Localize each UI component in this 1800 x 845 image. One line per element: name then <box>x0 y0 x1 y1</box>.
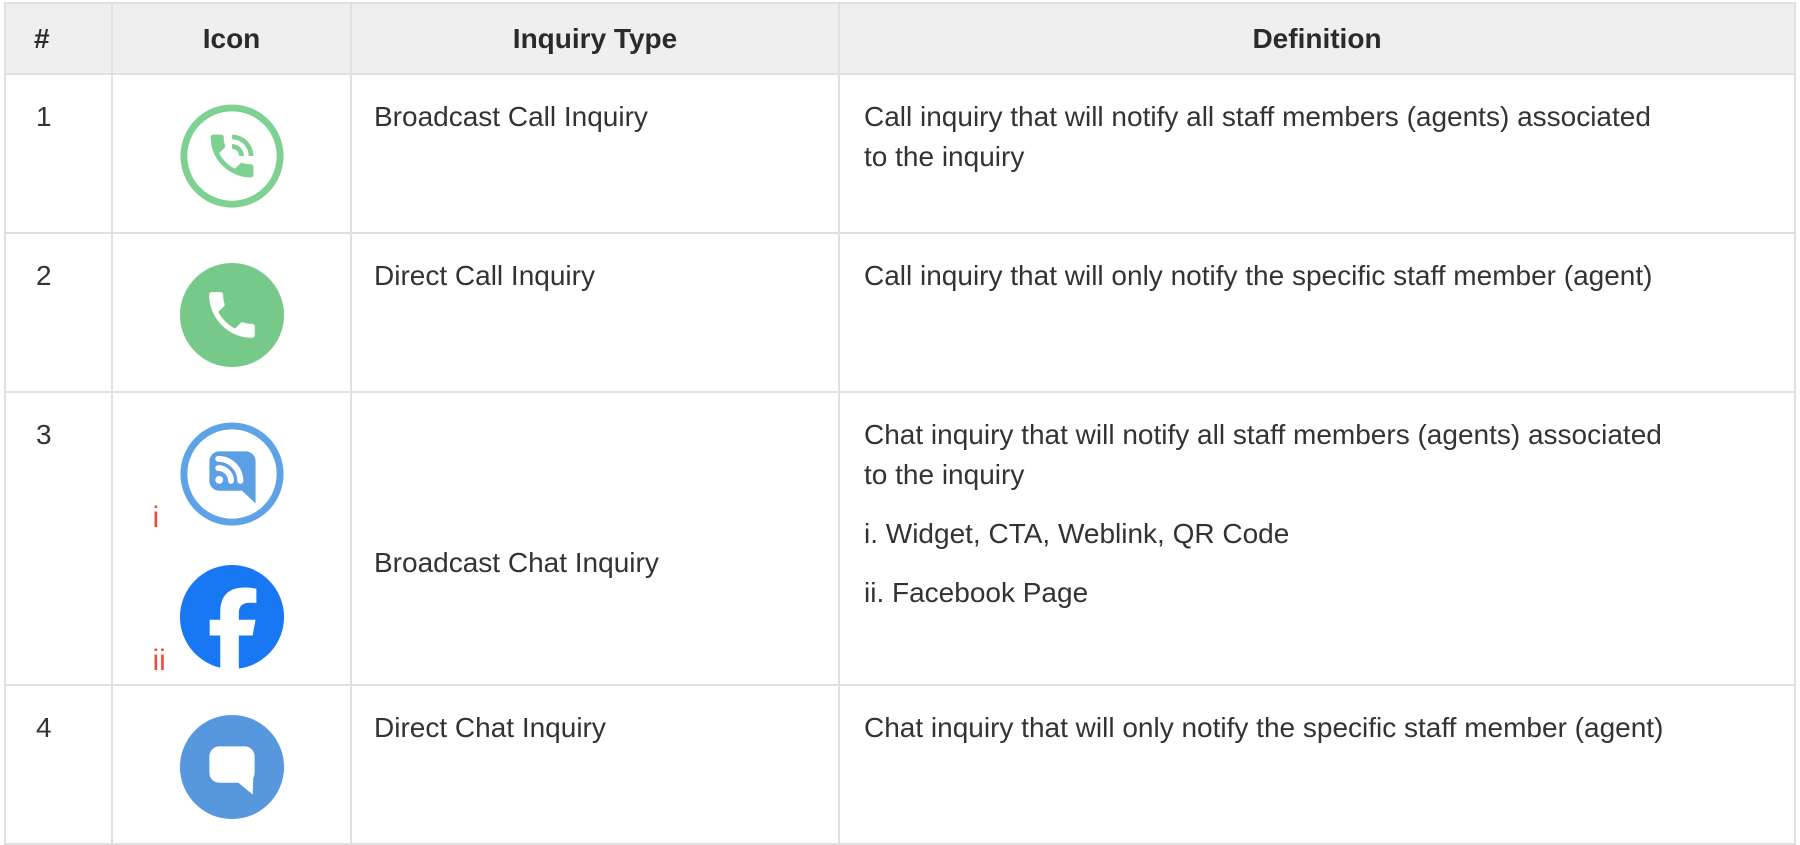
definition-cell: Chat inquiry that will notify all staff … <box>838 391 1796 686</box>
row-number: 2 <box>4 232 113 393</box>
definition-text: Call inquiry that will only notify the s… <box>864 260 1653 291</box>
definition-text: Chat inquiry that will only notify the s… <box>864 712 1664 743</box>
table-header-row: # Icon Inquiry Type Definition <box>4 2 1796 75</box>
table-row-direct-call: 2 Direct Call Inquiry Call inquiry that … <box>4 232 1796 393</box>
row-number: 1 <box>4 73 113 234</box>
icon-label-ii: ii <box>152 644 166 677</box>
row-number: 4 <box>4 684 113 845</box>
inquiry-type-cell: Direct Call Inquiry <box>350 232 840 393</box>
icon-cell <box>111 684 352 845</box>
header-icon: Icon <box>111 2 352 75</box>
inquiry-types-table: # Icon Inquiry Type Definition 1 <box>4 2 1796 845</box>
inquiry-type-cell: Broadcast Call Inquiry <box>350 73 840 234</box>
table-row-direct-chat: 4 Direct Chat Inquiry Chat inquiry that … <box>4 684 1796 845</box>
definition-cell: Call inquiry that will only notify the s… <box>838 232 1796 393</box>
broadcast-call-icon <box>177 101 287 211</box>
definition-cell: Chat inquiry that will only notify the s… <box>838 684 1796 845</box>
icon-label-i: i <box>152 501 160 534</box>
table-row-broadcast-chat: 3 i <box>4 391 1796 686</box>
definition-text: Chat inquiry that will notify all staff … <box>864 419 1662 490</box>
header-definition: Definition <box>838 2 1796 75</box>
icon-cell <box>111 73 352 234</box>
icon-cell: i ii <box>111 391 352 686</box>
direct-call-icon <box>177 260 287 370</box>
definition-note-i: i. Widget, CTA, Weblink, QR Code <box>864 518 1290 549</box>
inquiry-types-reference-page: # Icon Inquiry Type Definition 1 <box>4 2 1796 845</box>
definition-text: Call inquiry that will notify all staff … <box>864 101 1651 172</box>
table-row-broadcast-call: 1 Broadcast Call Inquiry Call inquiry th… <box>4 73 1796 234</box>
definition-note-ii: ii. Facebook Page <box>864 577 1089 608</box>
broadcast-chat-icon: i <box>153 419 287 533</box>
icon-cell <box>111 232 352 393</box>
header-number: # <box>4 2 113 75</box>
inquiry-type-cell: Broadcast Chat Inquiry <box>350 391 840 686</box>
icon-stack: i ii <box>153 419 287 676</box>
facebook-icon: ii <box>153 562 287 676</box>
inquiry-type-cell: Direct Chat Inquiry <box>350 684 840 845</box>
definition-cell: Call inquiry that will notify all staff … <box>838 73 1796 234</box>
direct-chat-icon <box>177 712 287 822</box>
header-inquiry-type: Inquiry Type <box>350 2 840 75</box>
row-number: 3 <box>4 391 113 686</box>
